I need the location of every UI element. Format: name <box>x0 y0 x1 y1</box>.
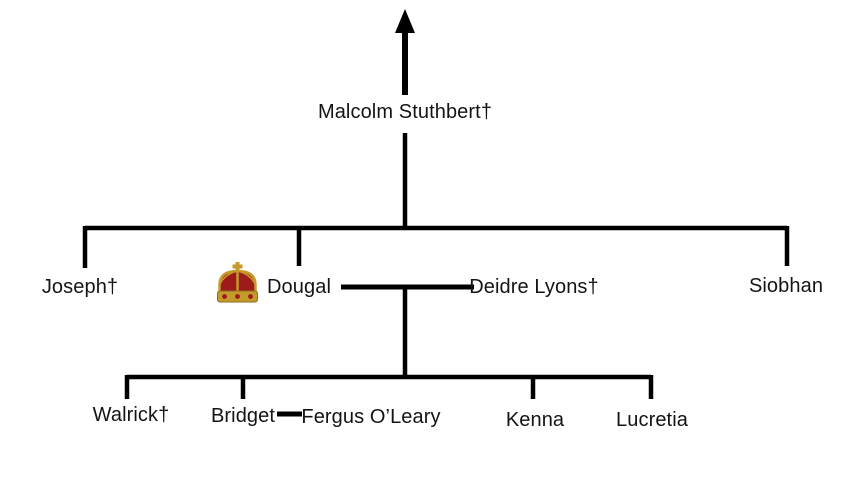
crown-icon <box>217 262 258 303</box>
person-label-fergus: Fergus O’Leary <box>301 406 441 428</box>
person-label-bridget: Bridget <box>210 405 276 427</box>
person-label-kenna: Kenna <box>505 409 565 431</box>
person-label-lucretia: Lucretia <box>616 409 688 431</box>
ancestor-arrow-head <box>395 9 415 33</box>
person-label-deidre: Deidre Lyons† <box>469 276 599 298</box>
person-label-malcolm: Malcolm Stuthbert† <box>317 101 493 123</box>
person-label-joseph: Joseph† <box>41 276 119 298</box>
person-label-siobhan: Siobhan <box>748 275 824 297</box>
person-label-walrick: Walrick† <box>92 404 170 426</box>
person-label-dougal: Dougal <box>267 276 331 298</box>
